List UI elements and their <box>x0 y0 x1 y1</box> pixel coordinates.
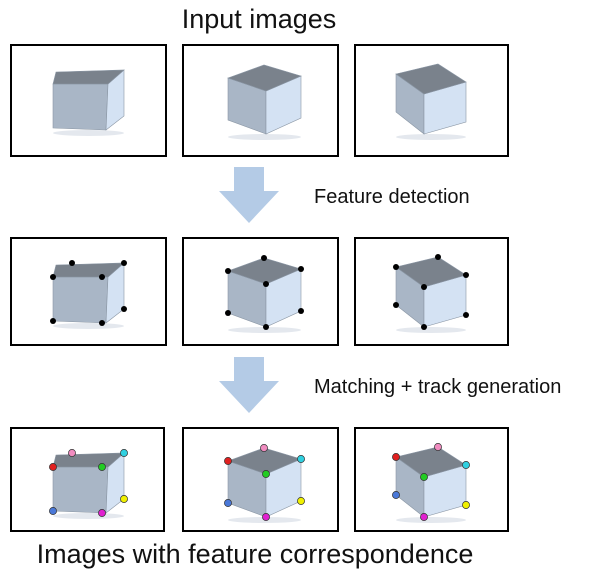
feature-point <box>298 308 304 314</box>
detected-image-2 <box>182 237 339 346</box>
feature-point <box>393 264 399 270</box>
cube-shadow <box>53 323 124 329</box>
cube-drawing <box>227 64 302 140</box>
cube-shadow <box>228 327 301 333</box>
track-point-green <box>420 473 428 481</box>
feature-point <box>99 274 105 280</box>
arrow-shape <box>219 357 279 413</box>
matched-image-1 <box>10 427 165 532</box>
feature-point <box>463 312 469 318</box>
feature-point <box>225 310 231 316</box>
cube-top-face <box>52 262 125 278</box>
down-arrow-icon <box>219 167 279 223</box>
track-point-magenta <box>262 513 270 521</box>
cube-front-face <box>52 83 109 131</box>
track-point-pink <box>260 444 268 452</box>
cube-drawing <box>52 69 125 136</box>
feature-point <box>263 324 269 330</box>
feature-point <box>225 268 231 274</box>
feature-point <box>121 306 127 312</box>
track-point-cyan <box>462 461 470 469</box>
down-arrow-icon <box>219 357 279 413</box>
cube-top-face <box>52 69 125 85</box>
track-point-magenta <box>98 509 106 517</box>
track-point-cyan <box>297 455 305 463</box>
feature-point <box>421 284 427 290</box>
track-point-red <box>49 463 57 471</box>
feature-point <box>50 274 56 280</box>
track-point-red <box>392 453 400 461</box>
arrow-shape <box>219 167 279 223</box>
track-point-red <box>224 457 232 465</box>
track-point-yellow <box>120 495 128 503</box>
input-image-3 <box>354 44 509 157</box>
cube-shadow <box>396 517 466 523</box>
feature-point <box>298 266 304 272</box>
cube-shadow <box>396 327 466 333</box>
cube-shadow <box>228 134 301 140</box>
feature-point <box>263 281 269 287</box>
step-label-feature-detection: Feature detection <box>314 186 470 208</box>
feature-point <box>421 324 427 330</box>
matched-image-3 <box>354 427 509 532</box>
feature-point <box>50 318 56 324</box>
feature-point <box>393 302 399 308</box>
cube-drawing <box>392 443 470 523</box>
track-point-cyan <box>120 449 128 457</box>
page-title: Input images <box>181 4 337 34</box>
bottom-caption: Images with feature correspondence <box>36 539 474 569</box>
step-label-matching-track-generation: Matching + track generation <box>314 376 562 398</box>
feature-point <box>435 254 441 260</box>
track-point-green <box>98 463 106 471</box>
matched-image-2 <box>182 427 339 532</box>
cube-top-face <box>227 64 302 92</box>
cube-drawing <box>49 449 128 519</box>
cube-front-face <box>52 276 109 324</box>
detected-image-3 <box>354 237 509 346</box>
cube-front-face <box>52 466 109 514</box>
cube-top-face <box>395 63 467 95</box>
cube-drawing <box>225 255 304 333</box>
feature-point <box>99 320 105 326</box>
track-point-yellow <box>297 497 305 505</box>
cube-drawing <box>393 254 469 333</box>
input-image-1 <box>10 44 167 157</box>
cube-drawing <box>224 444 305 523</box>
feature-point <box>69 260 75 266</box>
input-image-2 <box>182 44 339 157</box>
feature-point <box>463 272 469 278</box>
cube-drawing <box>395 63 467 140</box>
track-point-pink <box>434 443 442 451</box>
cube-shadow <box>396 134 466 140</box>
track-point-blue <box>392 491 400 499</box>
track-point-magenta <box>420 513 428 521</box>
detected-image-1 <box>10 237 167 346</box>
track-point-blue <box>224 499 232 507</box>
track-point-blue <box>49 507 57 515</box>
cube-drawing <box>50 260 127 329</box>
feature-point <box>261 255 267 261</box>
track-point-green <box>262 470 270 478</box>
cube-shadow <box>53 513 124 519</box>
cube-shadow <box>53 130 124 136</box>
track-point-yellow <box>462 501 470 509</box>
track-point-pink <box>68 449 76 457</box>
feature-point <box>121 260 127 266</box>
